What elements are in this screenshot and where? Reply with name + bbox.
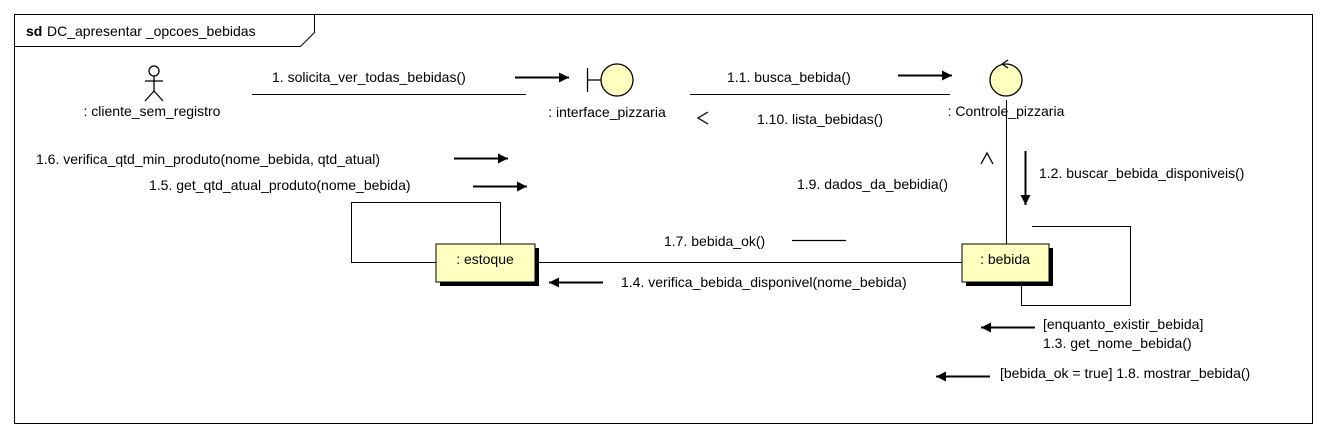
estoque-label: : estoque (456, 251, 514, 267)
msg-m1-9: 1.9. dados_da_bebidia() (797, 176, 948, 192)
msg-m1-2: 1.2. buscar_bebida_disponiveis() (1039, 165, 1244, 181)
msg-m1-8: [bebida_ok = true] 1.8. mostrar_bebida() (1000, 365, 1250, 381)
actor-icon (144, 65, 164, 102)
frame-tab (14, 14, 315, 47)
bebida-label: : bebida (980, 251, 1030, 267)
msg-m1-3-guard: [enquanto_existir_bebida] (1043, 316, 1203, 332)
bebida-object (961, 243, 1050, 283)
arrow-m1-9 (980, 151, 994, 165)
msg-m1-10: 1.10. lista_bebidas() (757, 111, 883, 127)
arrow-m1-10 (696, 111, 709, 125)
self-link-bebida (1021, 226, 1131, 306)
actor-label: : cliente_sem_registro (84, 103, 221, 119)
frame-keyword: sd (26, 23, 42, 39)
msg-m1-5: 1.5. get_qtd_atual_produto(nome_bebida) (149, 177, 411, 193)
boundary-label: : interface_pizzaria (548, 104, 666, 120)
msg-m1-6: 1.6. verifica_qtd_min_produto(nome_bebid… (36, 151, 380, 167)
control-icon (989, 59, 1023, 97)
msg-m1-4: 1.4. verifica_bebida_disponivel(nome_beb… (621, 274, 907, 290)
frame-title: DC_apresentar _opcoes_bebidas (47, 23, 256, 39)
estoque-object (435, 243, 536, 283)
msg-m1-1: 1.1. busca_bebida() (727, 69, 851, 85)
boundary-icon (586, 63, 634, 97)
frame-border (14, 14, 1313, 424)
msg-m1: 1. solicita_ver_todas_bebidas() (272, 69, 466, 85)
self-link-estoque (351, 202, 501, 263)
control-label: : Controle_pizzaria (948, 103, 1065, 119)
msg-m1-3: 1.3. get_nome_bebida() (1043, 335, 1192, 351)
msg-m1-7: 1.7. bebida_ok() (664, 233, 765, 249)
